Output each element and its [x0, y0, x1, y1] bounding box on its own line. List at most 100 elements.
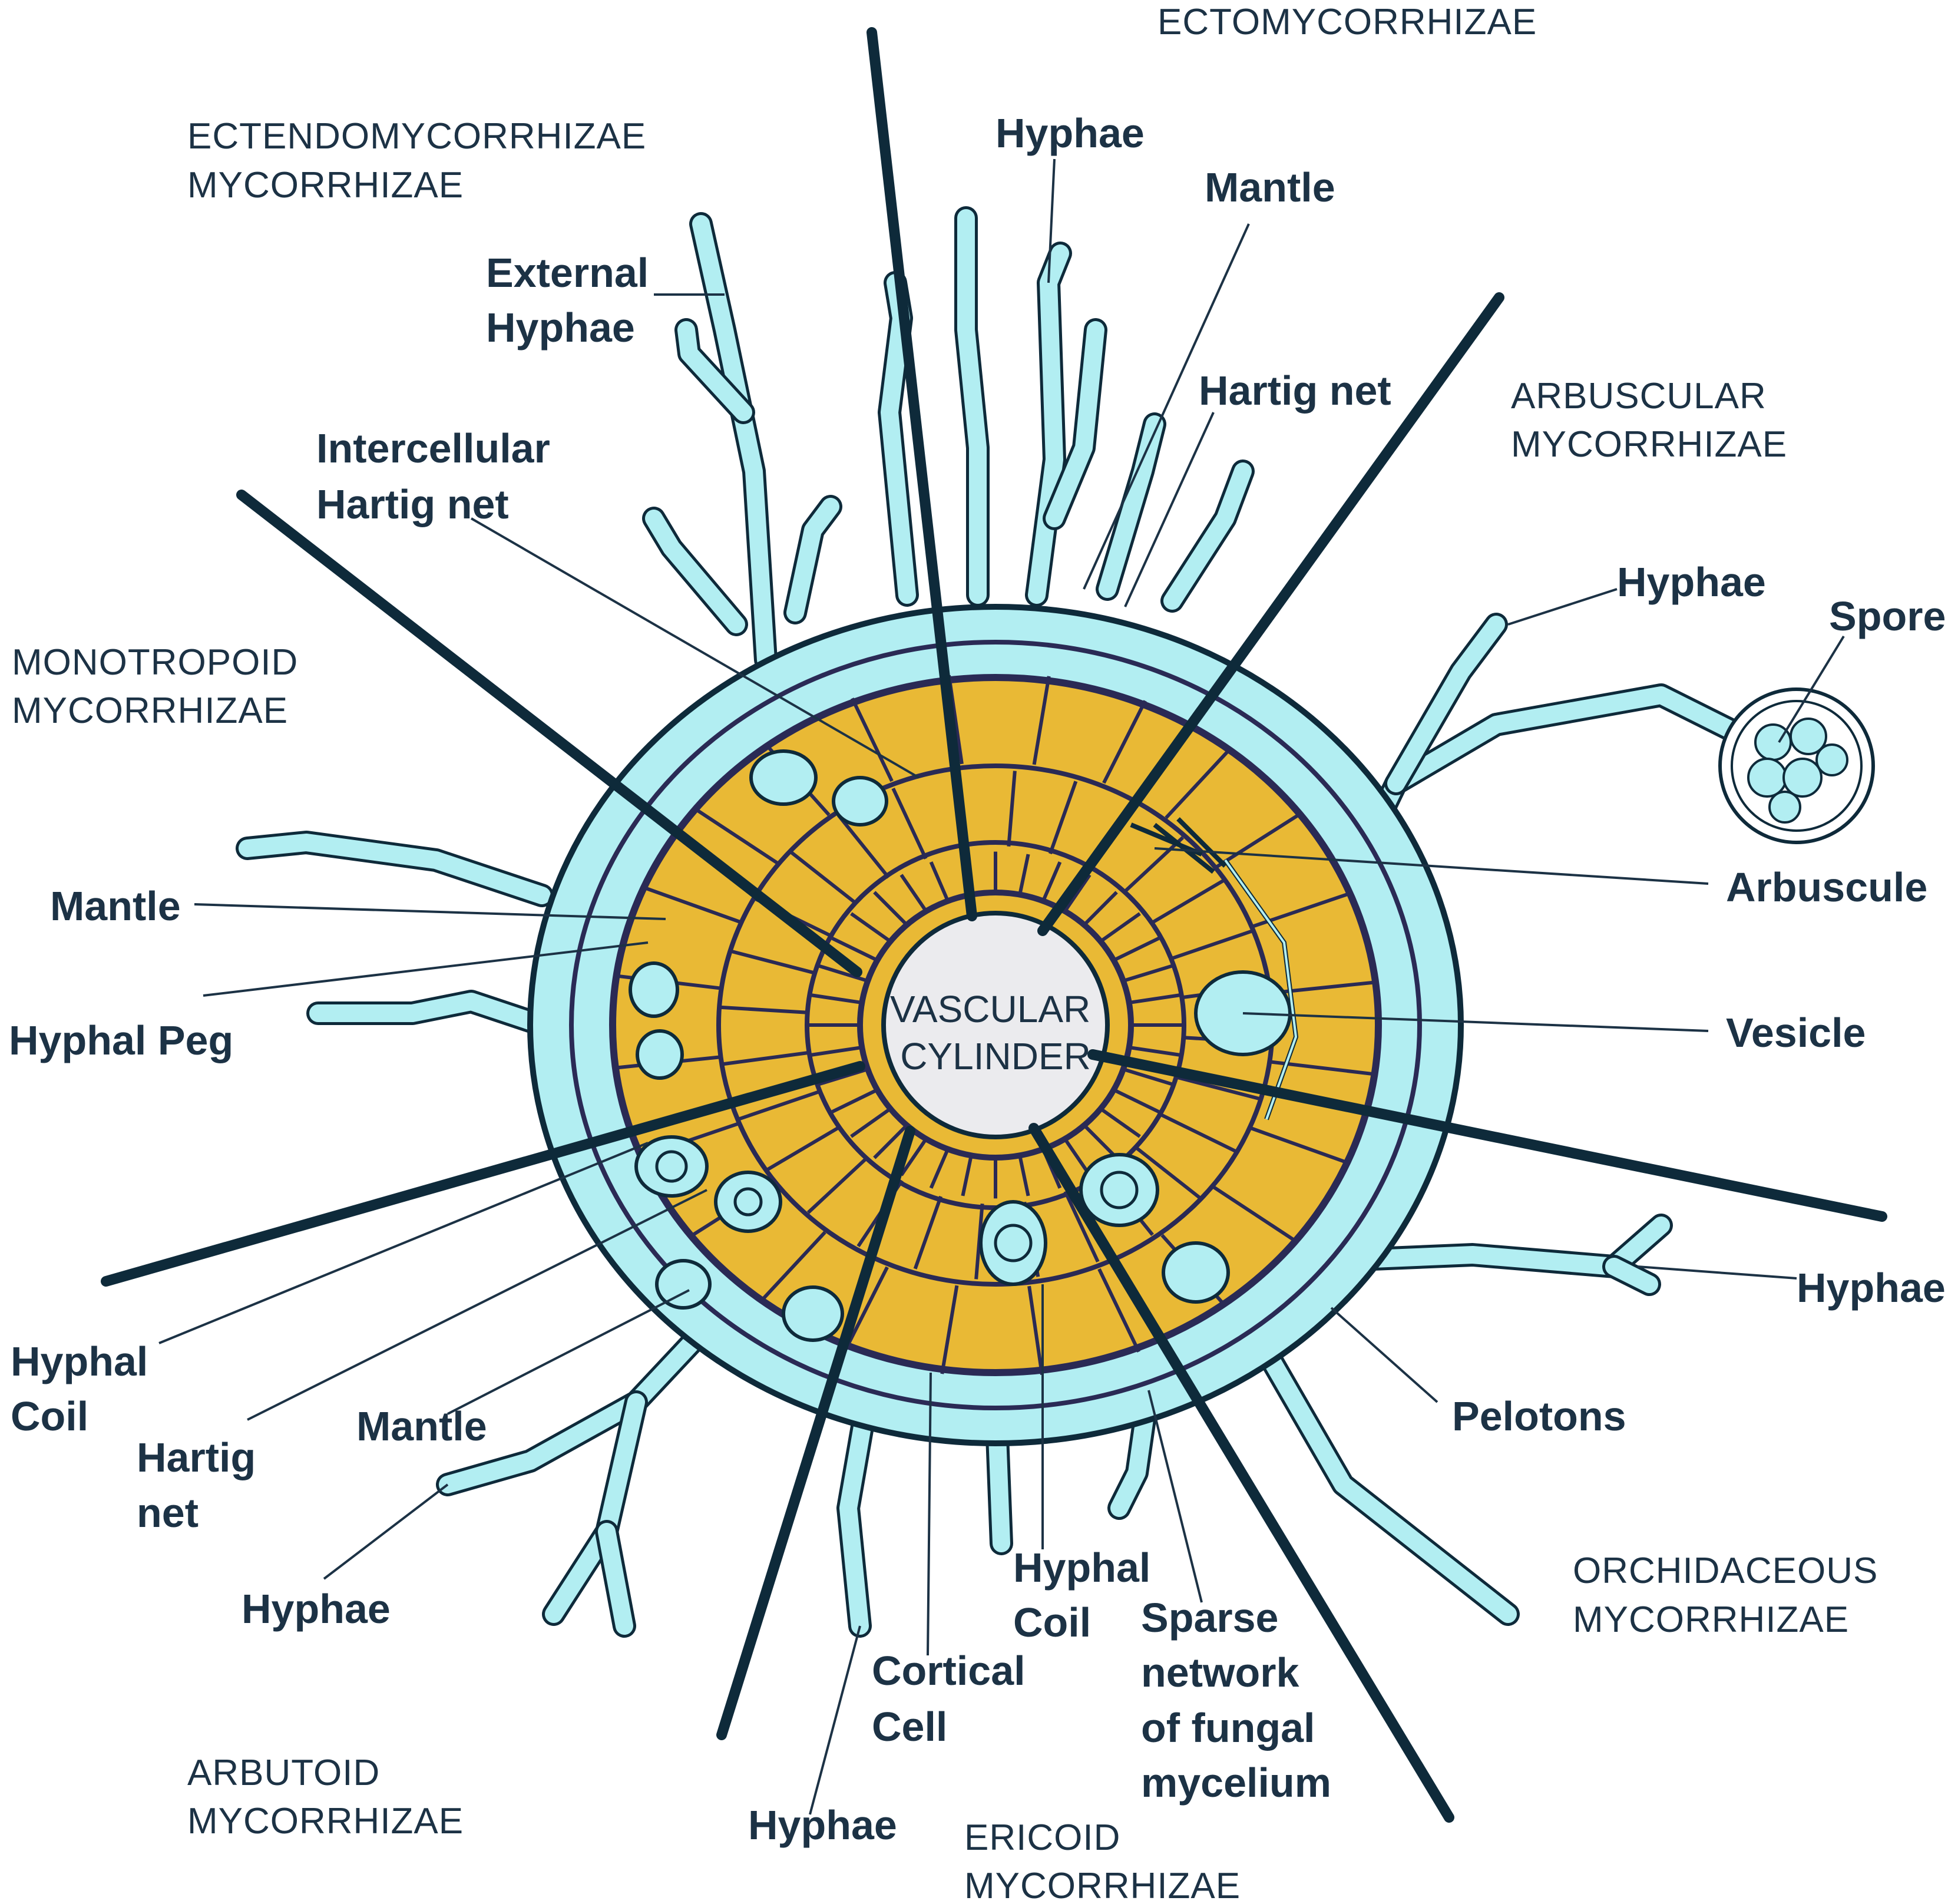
label-orchidaceous: ORCHIDACEOUS MYCORRHIZAE	[1573, 1551, 1889, 1640]
cell-wall	[1112, 937, 1160, 963]
cell-wall	[1061, 1135, 1092, 1176]
arbutoid-hyphal-coil-label: Hyphal Coil	[11, 1338, 160, 1439]
cell-wall	[730, 949, 816, 975]
cell-wall	[831, 937, 879, 963]
cell-wall	[873, 1122, 910, 1159]
spore	[1718, 687, 1875, 844]
cell-wall	[1063, 1191, 1100, 1263]
cell-wall	[1112, 1087, 1160, 1113]
label-ericoid: ERICOID MYCORRHIZAE	[964, 1817, 1241, 1904]
cell-wall	[1017, 1151, 1030, 1196]
ericoid-hyphae-label: Hyphae	[748, 1802, 897, 1848]
structure-labels: Hyphae Mantle Hartig net External Hyphae…	[9, 110, 1946, 1848]
root-cross-section	[527, 604, 1464, 1446]
cell-wall	[837, 814, 890, 879]
label-arbutoid: ARBUTOID MYCORRHIZAE	[187, 1753, 464, 1842]
cell-wall	[737, 1089, 821, 1121]
arbutoid-mantle-label: Mantle	[356, 1403, 487, 1449]
cell-wall	[1212, 1185, 1298, 1244]
spore-label: Spore	[1829, 593, 1946, 639]
cell-wall	[818, 964, 869, 983]
cell-wall	[929, 1145, 951, 1189]
cell-wall	[850, 912, 893, 944]
cell-wall	[809, 1045, 862, 1057]
cell-wall	[1158, 1112, 1237, 1153]
center-line-2: CYLINDER	[900, 1035, 1091, 1077]
ecto-hartig-net-label: Hartig net	[1199, 368, 1391, 414]
cell-wall	[1122, 1067, 1173, 1086]
ericoid-hyphal-coil-label: Hyphal Coil	[1013, 1545, 1162, 1645]
sparse-network-label: Sparse network of fungal mycelium	[1141, 1595, 1331, 1806]
cell-wall	[758, 1231, 826, 1304]
arbutoid-hartig-net-label: Hartig net	[137, 1434, 267, 1536]
cell-wall	[1098, 912, 1141, 944]
cell-wall	[766, 1125, 841, 1171]
pelotons-label: Pelotons	[1452, 1393, 1626, 1439]
cell-wall	[791, 851, 858, 905]
external-hyphae-label: External Hyphae	[486, 250, 660, 351]
cell-wall	[831, 1087, 879, 1113]
cell-wall	[1032, 676, 1051, 765]
cell-wall	[1007, 771, 1017, 847]
cell-wall	[1017, 854, 1030, 899]
cell-wall	[929, 861, 951, 905]
cell-wall	[850, 1106, 893, 1138]
cell-wall	[899, 874, 930, 915]
cell-wall	[806, 1155, 869, 1214]
cell-wall	[809, 993, 862, 1005]
vascular-cylinder-label: VASCULAR CYLINDER	[890, 988, 1101, 1077]
cell-wall	[1165, 746, 1233, 819]
intercellular-hartig-net-label: Intercellular Hartig net	[316, 425, 561, 527]
label-ectendomycorrhizae: ECTENDOMYCORRHIZAE MYCORRHIZAE	[187, 116, 657, 206]
cell-wall	[1097, 1268, 1140, 1353]
cell-wall	[1049, 781, 1078, 855]
cell-wall	[1098, 1106, 1141, 1138]
label-monotropoid: MONOTROPOID MYCORRHIZAE	[12, 642, 309, 731]
cell-wall	[913, 1195, 942, 1270]
cell-wall	[1061, 874, 1092, 915]
ecto-hyphae-label: Hyphae	[996, 110, 1145, 156]
cell-wall	[1175, 1075, 1261, 1101]
type-labels: ECTOMYCORRHIZAE ECTENDOMYCORRHIZAE MYCOR…	[12, 2, 1889, 1904]
cell-wall	[1215, 811, 1302, 868]
cell-wall	[1081, 1122, 1118, 1159]
cell-wall	[1133, 1145, 1200, 1199]
center-line-1: VASCULAR	[890, 988, 1090, 1030]
cell-wall	[899, 1135, 930, 1176]
ecto-mantle-label: Mantle	[1205, 164, 1335, 210]
cell-wall	[722, 1050, 810, 1066]
cell-wall	[1027, 1285, 1044, 1376]
vascular-cylinder	[881, 911, 1110, 1139]
cell-wall	[1150, 879, 1225, 925]
cell-wall	[940, 1285, 959, 1374]
orchid-hyphae-label: Hyphae	[1797, 1265, 1946, 1311]
hyphal-coil-loops	[655, 1150, 1139, 1262]
mono-mantle-label: Mantle	[50, 883, 181, 929]
cell-wall	[1122, 836, 1185, 895]
arbuscule-hypha	[1224, 859, 1298, 1120]
label-arbuscular: ARBUSCULAR MYCORRHIZAE	[1511, 376, 1787, 465]
hyphal-peg-label: Hyphal Peg	[9, 1017, 233, 1063]
vesicle-label: Vesicle	[1726, 1010, 1866, 1056]
arbutoid-hyphae-label: Hyphae	[242, 1586, 391, 1632]
cell-wall	[693, 806, 779, 865]
cell-wall	[1129, 993, 1182, 1005]
cell-wall	[1102, 700, 1147, 784]
hyphal-coils	[629, 749, 1230, 1342]
cell-wall	[719, 1005, 808, 1014]
cell-wall	[891, 787, 928, 860]
leader-lines	[158, 158, 1845, 1815]
cortical-cell-label: Cortical Cell	[872, 1648, 1037, 1750]
arbuscule-label: Arbuscule	[1726, 864, 1927, 910]
arbuscule	[1130, 817, 1299, 1120]
external-hyphae	[236, 206, 1755, 1638]
cell-wall	[961, 1151, 974, 1196]
divider-lines	[101, 27, 1887, 1823]
label-ectomycorrhizae: ECTOMYCORRHIZAE	[1157, 2, 1537, 42]
cell-wall	[1129, 1045, 1182, 1057]
cell-wall	[851, 698, 894, 782]
cell-wall	[1122, 964, 1173, 983]
cell-wall	[1270, 980, 1376, 995]
arbuscular-hyphae-label: Hyphae	[1617, 559, 1766, 605]
